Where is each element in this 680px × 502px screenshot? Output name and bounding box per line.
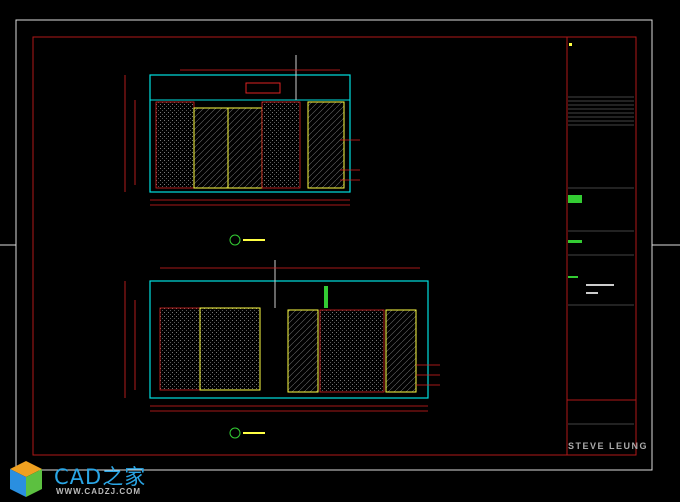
elevation-upper — [124, 55, 360, 246]
cube-logo-icon — [10, 461, 42, 497]
designer-name: STEVE LEUNG — [568, 441, 649, 451]
watermark-title: CAD之家 — [54, 465, 147, 489]
drawing-frame — [32, 36, 637, 456]
title-block — [566, 37, 636, 455]
elevation-lower — [124, 260, 440, 439]
watermark-logo: CAD之家 WWW.CADZJ.COM — [6, 459, 206, 499]
sheet-border — [15, 19, 653, 471]
watermark-url: WWW.CADZJ.COM — [56, 487, 141, 496]
